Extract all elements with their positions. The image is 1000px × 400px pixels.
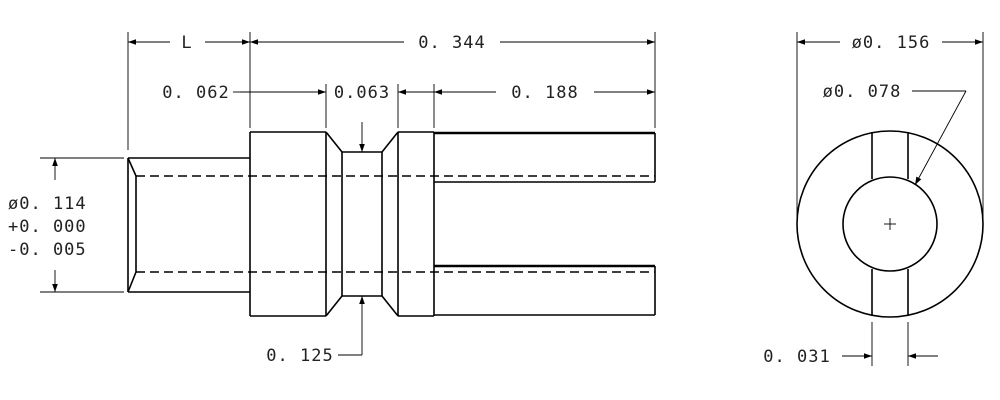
end-view: ø0. 156 ø0. 078 0. 031 xyxy=(763,32,984,367)
center-mark xyxy=(884,218,896,230)
collar-outline xyxy=(249,131,343,317)
dim-text-L: L xyxy=(181,33,192,53)
outer-circle xyxy=(796,130,984,318)
leader-bore-dia xyxy=(912,90,967,186)
dim-text-slot-width: 0. 031 xyxy=(763,347,830,367)
dim-text-shank-dia: ø0. 114 xyxy=(8,194,87,214)
dim-text-shank-tol-minus: -0. 005 xyxy=(8,240,87,260)
bore-circle xyxy=(842,176,938,272)
groove-outline xyxy=(341,131,399,317)
dim-text-slot-length: 0. 188 xyxy=(511,83,578,103)
dim-text-collar-width: 0. 062 xyxy=(162,83,229,103)
dim-text-bore-dia: ø0. 078 xyxy=(823,82,902,102)
slot-lines xyxy=(871,133,909,315)
dim-text-overall-length: 0. 344 xyxy=(418,33,485,53)
head-outline xyxy=(397,131,435,317)
dim-text-groove-width: 0.063 xyxy=(334,83,390,103)
shank-outline xyxy=(127,157,250,293)
extension-lines xyxy=(40,32,656,293)
dim-text-outer-dia: ø0. 156 xyxy=(852,33,931,53)
dim-text-groove-dia: 0. 125 xyxy=(266,346,333,366)
hidden-bore-lines xyxy=(136,175,655,273)
side-view: L 0. 344 0. 062 0.063 0. 188 ø0. 114 xyxy=(8,32,656,366)
prong-outline xyxy=(434,131,656,316)
leader-groove-dia xyxy=(338,296,365,356)
dim-text-shank-tol-plus: +0. 000 xyxy=(8,217,87,237)
